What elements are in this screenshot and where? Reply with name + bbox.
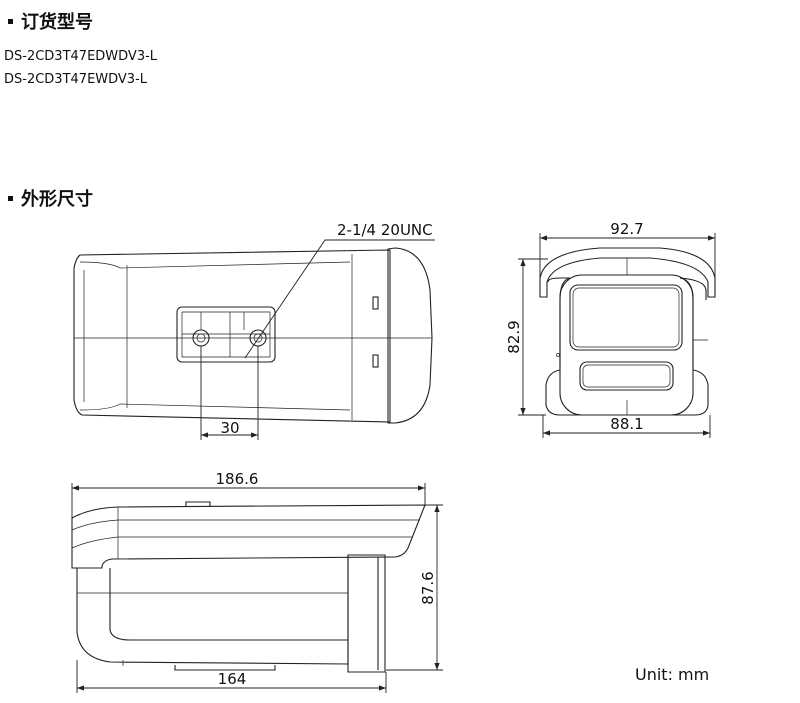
body-length-label: 164 xyxy=(218,670,247,688)
bottom-width-label: 88.1 xyxy=(610,415,643,433)
order-heading-text: 订货型号 xyxy=(21,12,93,33)
dimension-heading-text: 外形尺寸 xyxy=(21,189,93,210)
thread-label: 2-1/4 20UNC xyxy=(337,221,433,239)
bullet-icon xyxy=(8,196,13,201)
order-heading: 订货型号 xyxy=(2,8,93,34)
side-view: 186.6 87.6 164 xyxy=(71,470,443,693)
total-length-label: 186.6 xyxy=(216,470,259,488)
dimension-heading: 外形尺寸 xyxy=(2,185,93,211)
front-height-label: 82.9 xyxy=(505,320,523,353)
model-1: DS-2CD3T47EDWDV3-L xyxy=(4,49,158,64)
top-width-label: 92.7 xyxy=(610,220,643,238)
model-2: DS-2CD3T47EWDV3-L xyxy=(4,72,148,87)
front-view: 92.7 82.9 88.1 xyxy=(505,220,716,438)
unit-label: Unit: mm xyxy=(635,665,709,684)
top-view: 30 2-1/4 20UNC xyxy=(73,221,435,440)
hole-spacing-label: 30 xyxy=(220,419,239,437)
bullet-icon xyxy=(8,19,13,24)
side-height-label: 87.6 xyxy=(419,571,437,604)
